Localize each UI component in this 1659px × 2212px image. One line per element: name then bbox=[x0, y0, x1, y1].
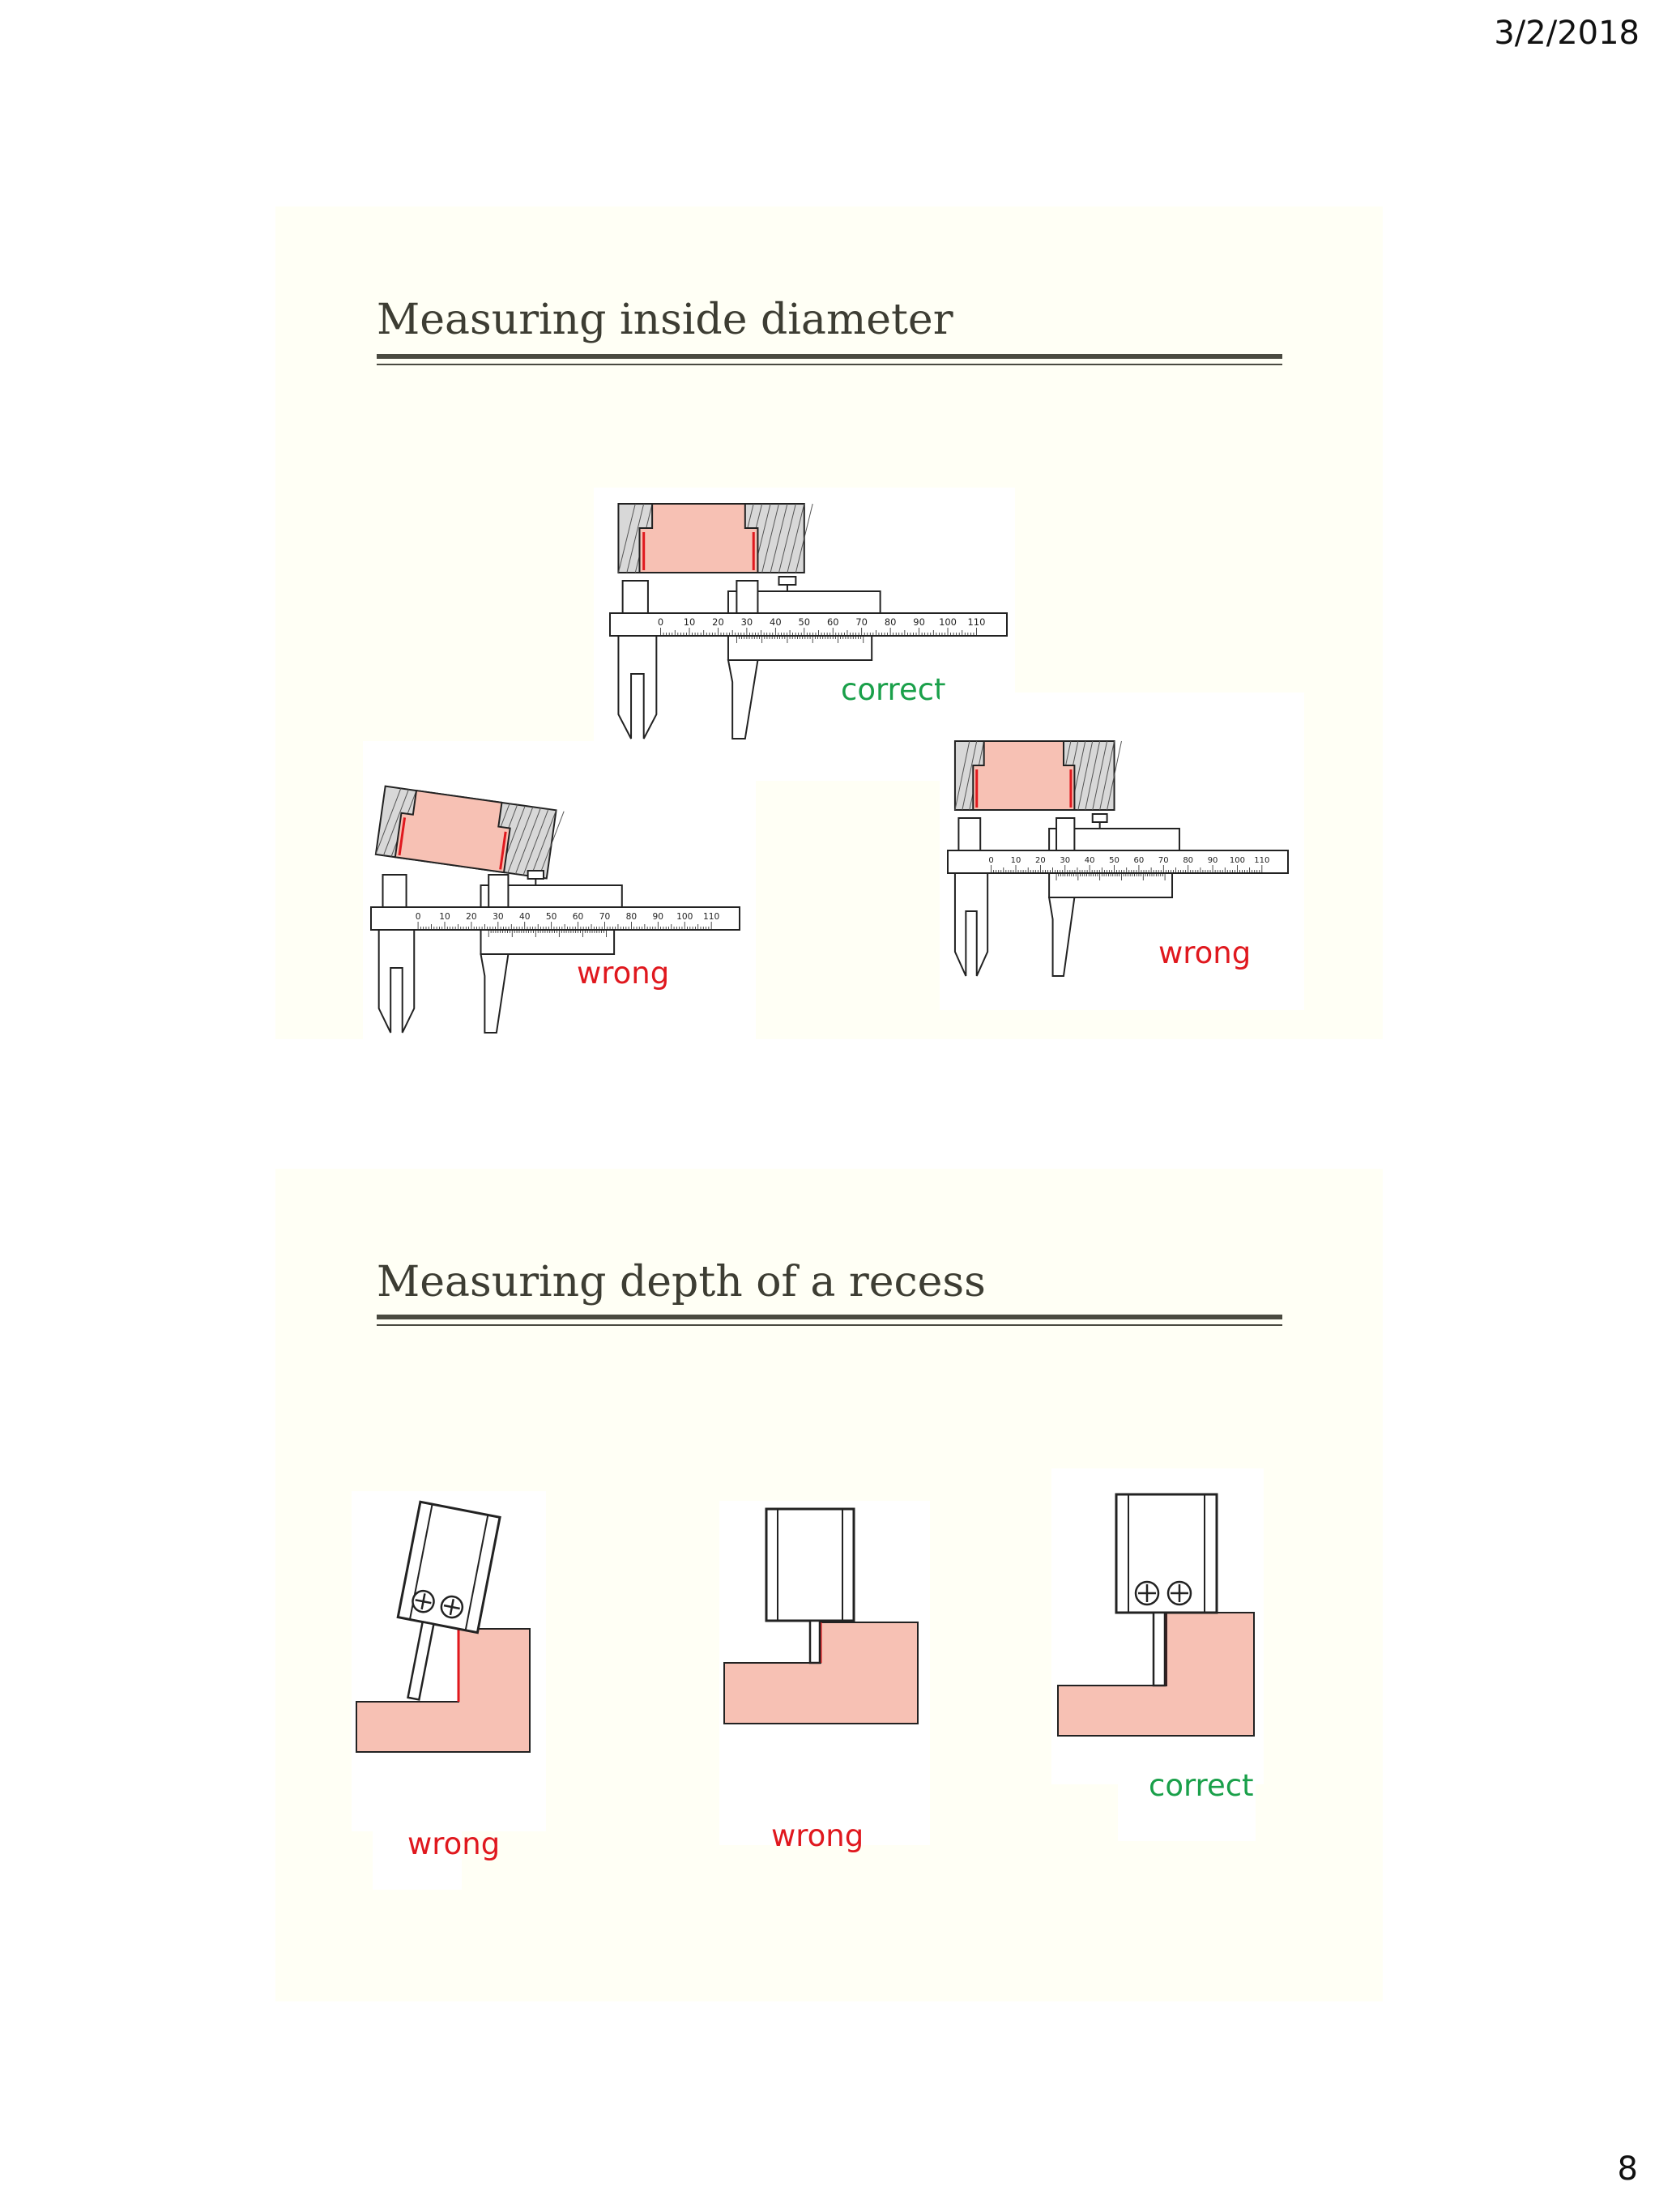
svg-text:20: 20 bbox=[1035, 856, 1046, 865]
svg-text:110: 110 bbox=[703, 911, 720, 922]
svg-text:80: 80 bbox=[626, 911, 638, 922]
slide-title: Measuring inside diameter bbox=[377, 296, 953, 344]
svg-text:30: 30 bbox=[741, 616, 753, 628]
title-rule bbox=[377, 1315, 1282, 1319]
svg-text:70: 70 bbox=[1158, 856, 1169, 865]
depth-wrong-tilted-illustration bbox=[356, 1500, 531, 1753]
svg-text:90: 90 bbox=[913, 616, 925, 628]
svg-text:30: 30 bbox=[1060, 856, 1070, 865]
svg-text:40: 40 bbox=[770, 616, 782, 628]
slide-title: Measuring depth of a recess bbox=[377, 1258, 986, 1306]
slide-depth-recess: Measuring depth of a recess wrong bbox=[275, 1169, 1383, 2001]
caliper-wrong-offset-illustration: 0 10 20 30 40 50 60 70 80 90 100 110 bbox=[947, 740, 1289, 977]
figure-label-wrong: wrong bbox=[771, 1818, 864, 1853]
svg-text:0: 0 bbox=[658, 616, 663, 628]
svg-text:30: 30 bbox=[493, 911, 504, 922]
svg-text:0: 0 bbox=[988, 856, 993, 865]
label-box bbox=[373, 1817, 462, 1890]
figure-label-wrong: wrong bbox=[577, 956, 670, 991]
svg-text:40: 40 bbox=[1085, 856, 1095, 865]
svg-text:110: 110 bbox=[968, 616, 986, 628]
depth-correct-illustration bbox=[1057, 1493, 1255, 1737]
svg-text:60: 60 bbox=[573, 911, 584, 922]
svg-text:80: 80 bbox=[885, 616, 897, 628]
svg-text:10: 10 bbox=[1011, 856, 1021, 865]
caliper-figure-correct: 0 10 20 30 40 50 60 70 80 90 100 110 bbox=[594, 488, 1015, 781]
svg-text:110: 110 bbox=[1254, 856, 1269, 865]
svg-text:10: 10 bbox=[684, 616, 696, 628]
figure-label-wrong: wrong bbox=[1158, 936, 1252, 970]
depth-figure-wrong-tilted bbox=[352, 1491, 546, 1831]
svg-text:100: 100 bbox=[1230, 856, 1245, 865]
svg-text:0: 0 bbox=[416, 911, 421, 922]
svg-text:90: 90 bbox=[653, 911, 664, 922]
label-box bbox=[1118, 1764, 1256, 1841]
svg-text:50: 50 bbox=[1109, 856, 1120, 865]
page-number: 8 bbox=[1617, 2150, 1638, 2188]
figure-label-correct: correct bbox=[841, 672, 946, 707]
title-rule-thin bbox=[377, 364, 1282, 365]
svg-text:40: 40 bbox=[519, 911, 531, 922]
svg-text:70: 70 bbox=[855, 616, 868, 628]
depth-figure-wrong-offset bbox=[719, 1501, 930, 1845]
depth-wrong-offset-illustration bbox=[723, 1507, 919, 1724]
svg-text:20: 20 bbox=[466, 911, 477, 922]
svg-text:20: 20 bbox=[712, 616, 724, 628]
svg-text:80: 80 bbox=[1183, 856, 1193, 865]
caliper-correct-illustration: 0 10 20 30 40 50 60 70 80 90 100 110 bbox=[609, 503, 1008, 739]
caliper-wrong-tilted-illustration: 0 10 20 30 40 50 60 70 80 90 100 110 bbox=[370, 785, 740, 1034]
depth-figure-correct bbox=[1051, 1468, 1264, 1784]
slide-inside-diameter: Measuring inside diameter 0 10 20 30 40 50 60 7… bbox=[275, 207, 1383, 1042]
svg-text:70: 70 bbox=[599, 911, 611, 922]
svg-text:100: 100 bbox=[676, 911, 693, 922]
svg-text:50: 50 bbox=[546, 911, 557, 922]
title-rule-thin bbox=[377, 1324, 1282, 1326]
slide-date: 3/2/2018 bbox=[1494, 15, 1640, 52]
svg-text:50: 50 bbox=[798, 616, 810, 628]
figure-label-correct: correct bbox=[1149, 1768, 1254, 1803]
svg-text:90: 90 bbox=[1208, 856, 1218, 865]
svg-text:60: 60 bbox=[827, 616, 839, 628]
svg-text:100: 100 bbox=[939, 616, 957, 628]
caliper-figure-wrong-tilted: 0 10 20 30 40 50 60 70 80 90 100 110 bbox=[363, 741, 756, 1042]
title-rule bbox=[377, 354, 1282, 359]
svg-text:60: 60 bbox=[1134, 856, 1145, 865]
svg-text:10: 10 bbox=[439, 911, 450, 922]
figure-label-wrong: wrong bbox=[407, 1826, 501, 1861]
caliper-figure-wrong-offset: 0 10 20 30 40 50 60 70 80 90 100 110 bbox=[940, 693, 1304, 1010]
